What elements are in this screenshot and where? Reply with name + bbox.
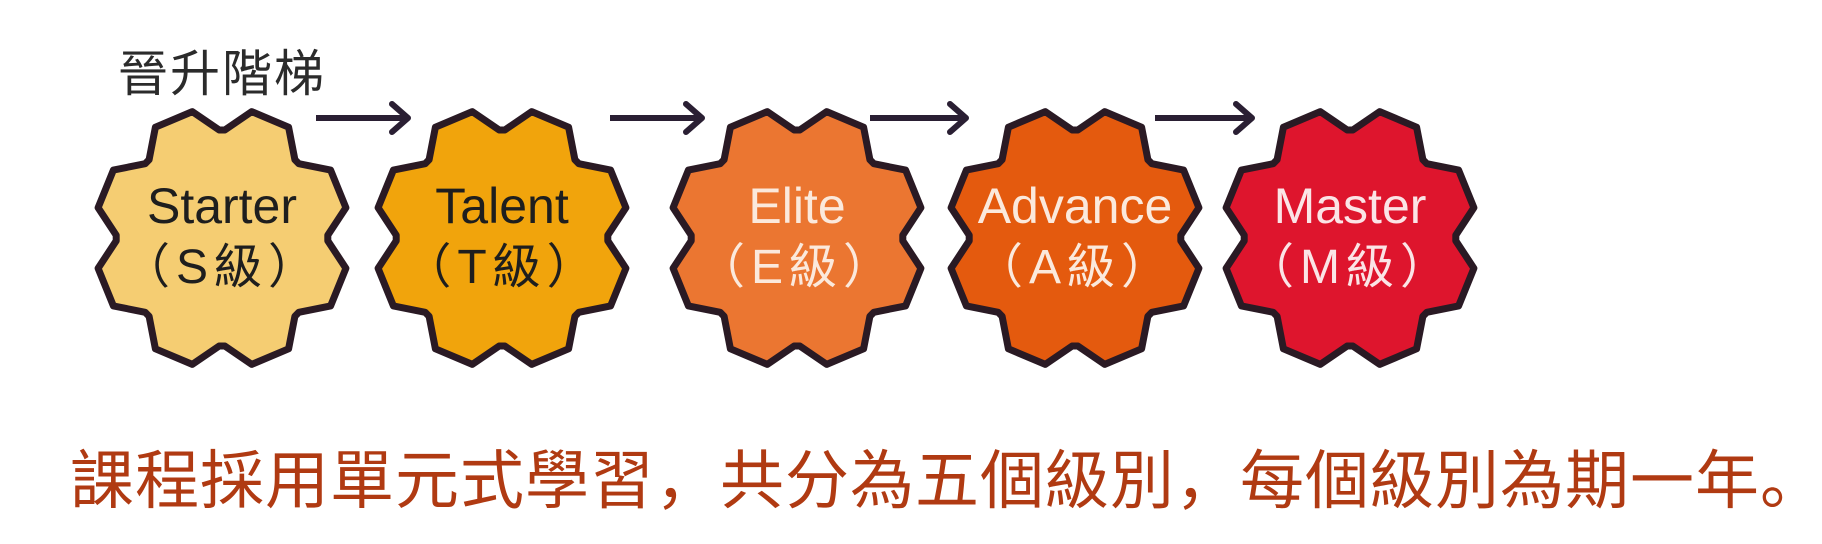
- level-label-master: Master （M級）: [1210, 176, 1490, 300]
- level-name: Talent: [435, 178, 569, 234]
- diagram-title: 晉升階梯: [118, 45, 326, 103]
- level-grade: （T級）: [403, 241, 601, 294]
- arrow-icon: [610, 101, 705, 135]
- arrow-icon: [316, 101, 411, 135]
- level-label-talent: Talent （T級）: [362, 176, 642, 300]
- level-label-starter: Starter （S級）: [82, 176, 362, 300]
- level-name: Starter: [146, 178, 298, 234]
- arrow-icon: [870, 101, 969, 135]
- level-grade: （E級）: [696, 241, 898, 294]
- level-grade: （M級）: [1246, 241, 1454, 294]
- level-grade: （S級）: [121, 241, 323, 294]
- gear-starter: [94, 108, 350, 368]
- level-label-advance: Advance （A級）: [935, 176, 1215, 300]
- gear-talent: [374, 108, 630, 368]
- caption: 課程採用單元式學習，共分為五個級別，每個級別為期一年。: [70, 445, 1822, 519]
- arrow-icon: [1155, 101, 1255, 135]
- gear-elite: [669, 108, 925, 368]
- level-label-elite: Elite （E級）: [657, 176, 937, 300]
- level-grade: （A級）: [974, 241, 1176, 294]
- level-name: Elite: [748, 178, 846, 234]
- gear-advance: [947, 108, 1203, 368]
- level-name: Master: [1273, 178, 1427, 234]
- level-name: Advance: [977, 178, 1173, 234]
- gear-master: [1222, 108, 1478, 368]
